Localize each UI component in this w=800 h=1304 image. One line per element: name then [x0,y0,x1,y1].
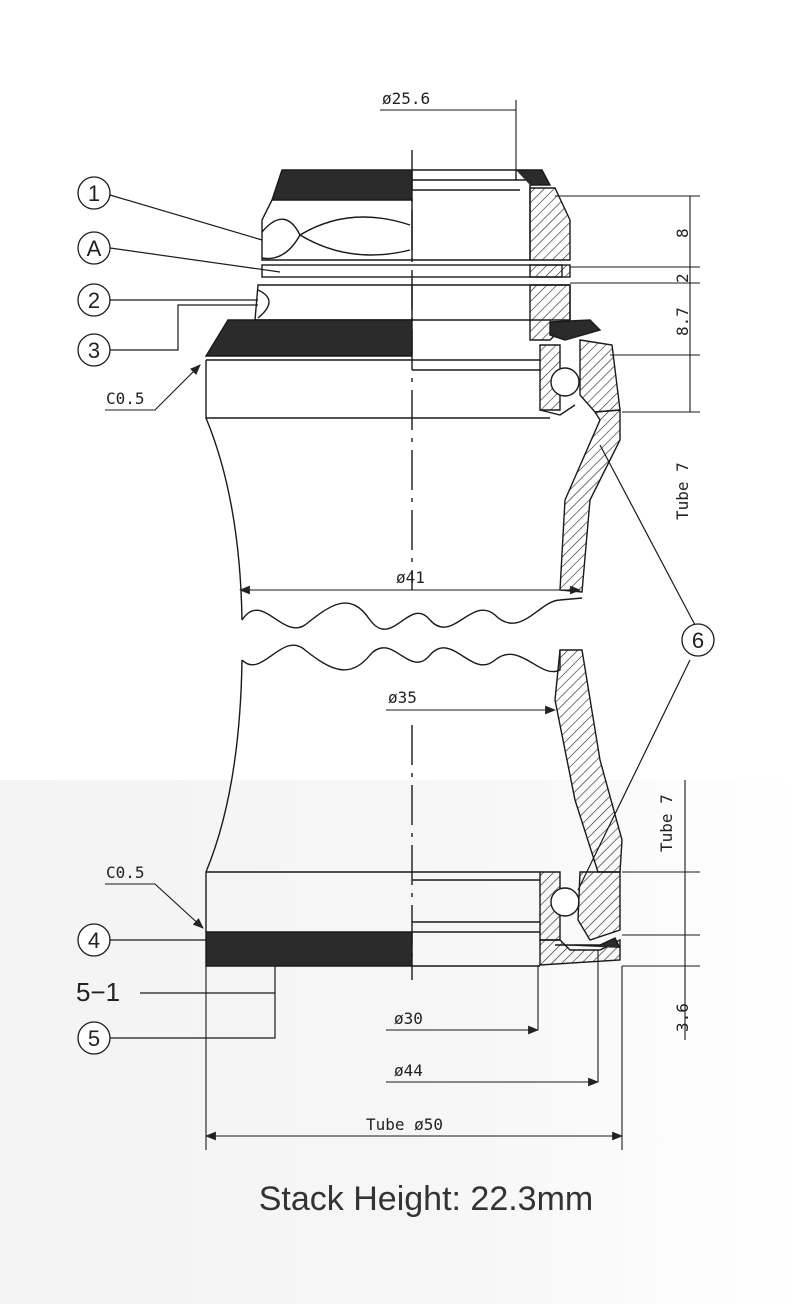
callout-6: 6 [692,628,704,653]
crown-race-top [204,319,413,357]
callout-5-1: 5−1 [76,977,120,1007]
dim-dia-30: ø30 [394,1009,423,1028]
crown-race-lower [205,931,413,967]
callout-3-circle [77,333,111,367]
head-tube-left-lower [205,659,243,932]
dim-dia-41: ø41 [396,568,425,587]
break-line-lower [241,644,561,673]
callout-a: A [87,236,102,261]
callout-6-circle [681,623,715,657]
head-tube-left-upper [205,417,243,621]
stack-height-caption: Stack Height: 22.3mm [258,1180,594,1218]
callout-a-circle [77,231,111,265]
callout-5: 5 [88,1026,100,1051]
upper-cup [205,360,412,419]
callout-2-circle [77,283,111,317]
dim-chamfer-lower: C0.5 [106,863,145,882]
break-line-upper [241,597,583,630]
head-tube-right-lower [554,649,623,873]
dim-2: 2 [673,273,692,283]
dim-8-7: 8.7 [673,307,692,336]
callout-1-circle [77,176,111,210]
callout-2: 2 [88,288,100,313]
dim-tube-dia-50: Tube ø50 [366,1115,443,1134]
top-cap [271,169,413,201]
dim-top-bore: ø25.6 [382,89,430,108]
locknut-hatch [529,187,571,261]
callout-1: 1 [88,181,100,206]
dim-8: 8 [673,228,692,238]
background-panel [0,780,800,1304]
dim-dia-44: ø44 [394,1061,423,1080]
callout-4: 4 [88,928,100,953]
dim-3-6: 3.6 [673,1003,692,1032]
head-tube-right-upper [559,409,621,593]
dim-tube-7-upper: Tube 7 [673,462,692,520]
callout-3: 3 [88,338,100,363]
dim-chamfer-upper: C0.5 [106,389,145,408]
lower-bearing-ball [550,887,580,917]
dim-dia-35: ø35 [388,688,417,707]
upper-bearing-ball [550,367,580,397]
callout-5-circle [77,1021,111,1055]
callout-4-circle [77,923,111,957]
dim-tube-7-lower: Tube 7 [657,794,676,852]
